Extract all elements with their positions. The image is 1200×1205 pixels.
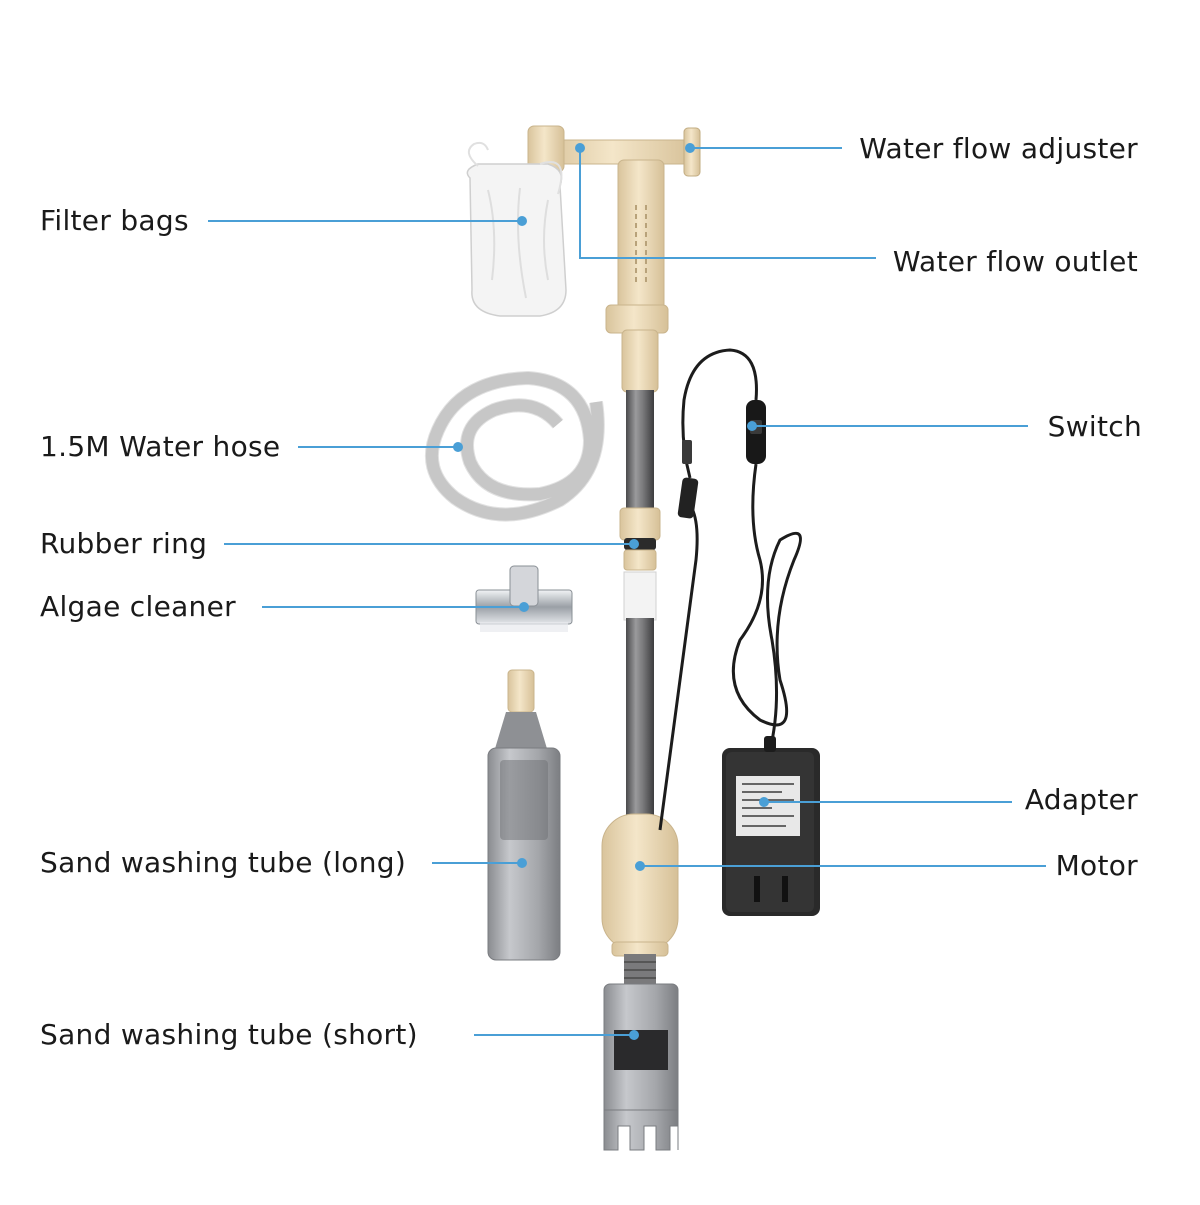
power-adapter xyxy=(722,736,820,916)
tube-coupler xyxy=(619,507,661,541)
leader-sand-tube-short-dot xyxy=(629,1030,639,1040)
label-water-hose: 1.5M Water hose xyxy=(40,430,281,463)
leader-water-hose-dot xyxy=(453,442,463,452)
metal-extension-tube-upper xyxy=(626,390,654,510)
adapter-plug-pin-left xyxy=(754,876,760,902)
label-switch: Switch xyxy=(1047,410,1142,443)
motor-intake-screw xyxy=(624,954,656,988)
t-head-assembly xyxy=(527,125,701,393)
filter-bag xyxy=(466,141,567,317)
algae-cleaner-reflection xyxy=(480,622,568,632)
water-hose-coil xyxy=(424,370,605,522)
leader-sand-tube-long-dot xyxy=(517,858,527,868)
pipe-reducer xyxy=(621,329,659,393)
motor-assembly xyxy=(601,813,679,988)
t-head-text-marking xyxy=(635,205,647,285)
adapter-plug-pin-right xyxy=(782,876,788,902)
hose-outline xyxy=(424,370,605,522)
transparent-extension-tube xyxy=(623,571,657,621)
leader-motor-dot xyxy=(635,861,645,871)
label-filter-bags: Filter bags xyxy=(40,204,189,237)
lower-cable-coil xyxy=(731,463,802,751)
leader-rubber-ring-dot xyxy=(629,539,639,549)
motor-cable xyxy=(658,504,699,831)
pipe-connector xyxy=(605,304,669,334)
short-sand-washing-tube xyxy=(603,983,679,1151)
label-adapter: Adapter xyxy=(1024,783,1138,816)
short-tube-teeth xyxy=(603,1109,679,1151)
upper-cable xyxy=(681,348,758,479)
t-head-horizontal-pipe xyxy=(544,139,696,165)
cable-plug xyxy=(677,477,699,519)
motor-housing xyxy=(601,813,679,951)
motor-screw-threads xyxy=(624,961,656,979)
hose-outer-coil xyxy=(425,371,604,521)
leader-algae-cleaner-dot xyxy=(519,602,529,612)
adapter-cable-strain-relief xyxy=(764,736,776,752)
filter-bag-drawstring xyxy=(467,141,563,195)
long-sand-washing-tube xyxy=(487,669,561,961)
metal-extension-tube-lower xyxy=(626,618,654,824)
label-water-flow-outlet: Water flow outlet xyxy=(892,245,1138,278)
leader-water-flow-adjuster-dot xyxy=(685,143,695,153)
long-tube-inner-shadow xyxy=(500,760,548,840)
motor-base-ring xyxy=(611,941,669,957)
label-rubber-ring: Rubber ring xyxy=(40,527,208,560)
algae-cleaner-holder xyxy=(509,565,539,607)
label-water-flow-adjuster: Water flow adjuster xyxy=(859,132,1138,165)
short-tube-filter-mesh xyxy=(614,1030,668,1070)
label-sand-tube-long: Sand washing tube (long) xyxy=(40,846,407,879)
label-sand-tube-short: Sand washing tube (short) xyxy=(40,1018,418,1051)
algae-cleaner xyxy=(475,565,573,632)
switch-cable xyxy=(681,348,802,751)
leader-lines xyxy=(208,143,1046,1040)
label-algae-cleaner: Algae cleaner xyxy=(40,590,236,623)
leader-water-flow-outlet-dot xyxy=(575,143,585,153)
filter-bag-folds xyxy=(487,187,549,299)
leader-switch-dot xyxy=(747,421,757,431)
leader-adapter-dot xyxy=(759,797,769,807)
long-tube-nozzle-top xyxy=(507,669,535,713)
t-head-vertical-pipe xyxy=(617,159,665,311)
filter-bag-body xyxy=(466,163,567,317)
tube-coupler-lower xyxy=(623,549,657,571)
leader-water-flow-outlet-line xyxy=(579,148,876,259)
leader-filter-bags-dot xyxy=(517,216,527,226)
long-tube-neck xyxy=(494,712,548,752)
label-motor: Motor xyxy=(1055,849,1138,882)
dc-plug-tip xyxy=(682,440,692,464)
